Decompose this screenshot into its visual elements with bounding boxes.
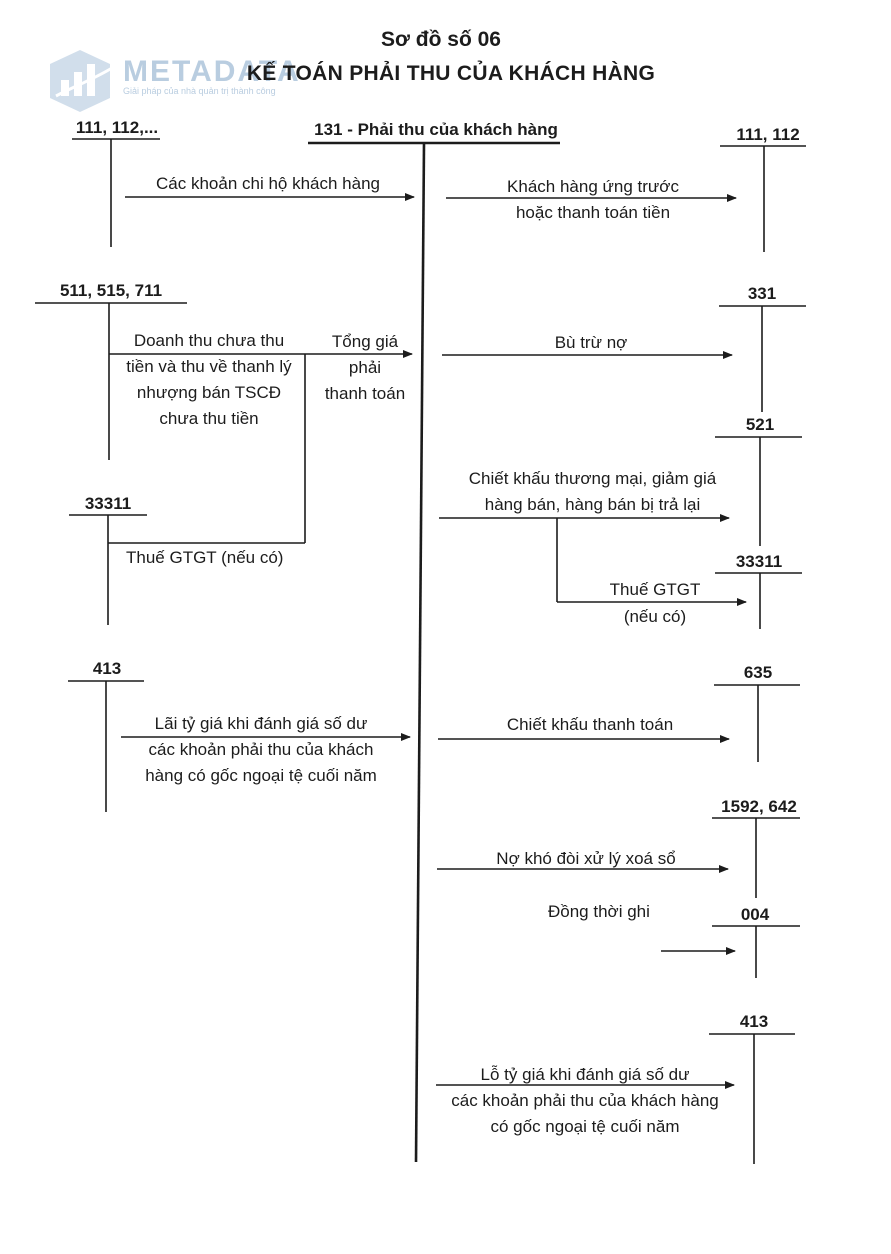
t-account-413-left: [68, 680, 144, 812]
flow-lo-ty-gia-line1: Lỗ tỷ giá khi đánh giá số dư: [480, 1065, 690, 1084]
flow-lo-ty-gia-line3: có gốc ngoại tệ cuối năm: [490, 1117, 680, 1136]
account-1592-642: 1592, 642: [721, 797, 797, 816]
flow-thue-right-line2: (nếu có): [623, 607, 687, 626]
account-33311-left: 33311: [84, 494, 132, 513]
t-account-511-515-711: [35, 302, 187, 460]
flow-tong-gia-line3: thanh toán: [324, 384, 406, 403]
flow-dong-thoi: Đồng thời ghi: [548, 902, 650, 921]
account-33311-right: 33311: [735, 552, 783, 571]
flow-doanh-thu-line3: nhượng bán TSCĐ: [136, 383, 282, 402]
account-511-515-711: 511, 515, 711: [59, 281, 163, 300]
account-521: 521: [745, 415, 775, 434]
flow-chiet-khau-tt: Chiết khấu thanh toán: [506, 715, 674, 734]
flow-thue-left: Thuế GTGT (nếu có): [126, 548, 284, 567]
flow-tong-gia-line1: Tổng giá: [331, 332, 399, 351]
flow-thue-right-line1: Thuế GTGT: [609, 580, 701, 599]
flow-doanh-thu-line4: chưa thu tiền: [159, 409, 259, 428]
t-account-111-112: [720, 145, 806, 252]
t-account-1592-642: [712, 817, 800, 898]
t-account-004: [712, 925, 800, 978]
account-004: 004: [740, 905, 770, 924]
flow-no-kho-doi: Nợ khó đòi xử lý xoá sổ: [496, 849, 676, 868]
t-account-331: [719, 305, 806, 412]
flow-bu-tru: Bù trừ nợ: [554, 333, 628, 352]
flow-doanh-thu-line2: tiền và thu về thanh lý: [126, 357, 292, 376]
flow-lai-ty-gia-line2: các khoản phải thu của khách: [148, 740, 374, 759]
flow-lai-ty-gia-line1: Lãi tỷ giá khi đánh giá số dư: [154, 714, 368, 733]
diagram-number: Sơ đồ số 06: [381, 28, 501, 51]
flow-ung-truoc-line1: Khách hàng ứng trước: [507, 177, 679, 196]
account-111-112-etc: 111, 112,...: [75, 118, 159, 137]
flow-chiet-khau-tm-line1: Chiết khấu thương mại, giảm giá: [468, 469, 717, 488]
t-account-635: [714, 684, 800, 762]
flow-lai-ty-gia-line3: hàng có gốc ngoại tệ cuối năm: [145, 766, 377, 785]
watermark-tagline: Giải pháp của nhà quản trị thành công: [123, 86, 276, 96]
flow-tong-gia-line2: phải: [348, 358, 382, 377]
diagram-title: KẾ TOÁN PHẢI THU CỦA KHÁCH HÀNG: [246, 62, 656, 85]
flow-chi-ho: Các khoản chi hộ khách hàng: [156, 174, 380, 193]
t-account-413-right: [709, 1033, 795, 1164]
account-413-right: 413: [739, 1012, 769, 1031]
account-331: 331: [747, 284, 777, 303]
account-111-112: 111, 112: [736, 125, 800, 144]
flow-doanh-thu-line1: Doanh thu chưa thu: [133, 331, 285, 350]
t-account-521: [715, 436, 802, 546]
t-account-33311-right: [715, 572, 802, 629]
flow-ung-truoc-line2: hoặc thanh toán tiền: [515, 203, 671, 222]
t-account-111-112-etc: [72, 138, 160, 247]
account-635: 635: [743, 663, 773, 682]
flow-chiet-khau-tm-line2: hàng bán, hàng bán bị trả lại: [484, 495, 701, 514]
flow-lo-ty-gia-line2: các khoản phải thu của khách hàng: [451, 1091, 719, 1110]
account-413-left: 413: [92, 659, 122, 678]
t-account-131-stem: [414, 142, 426, 1163]
watermark-word: METADATA: [123, 55, 301, 88]
account-131: 131 - Phải thu của khách hàng: [314, 120, 558, 139]
t-account-33311-left: [69, 514, 147, 625]
